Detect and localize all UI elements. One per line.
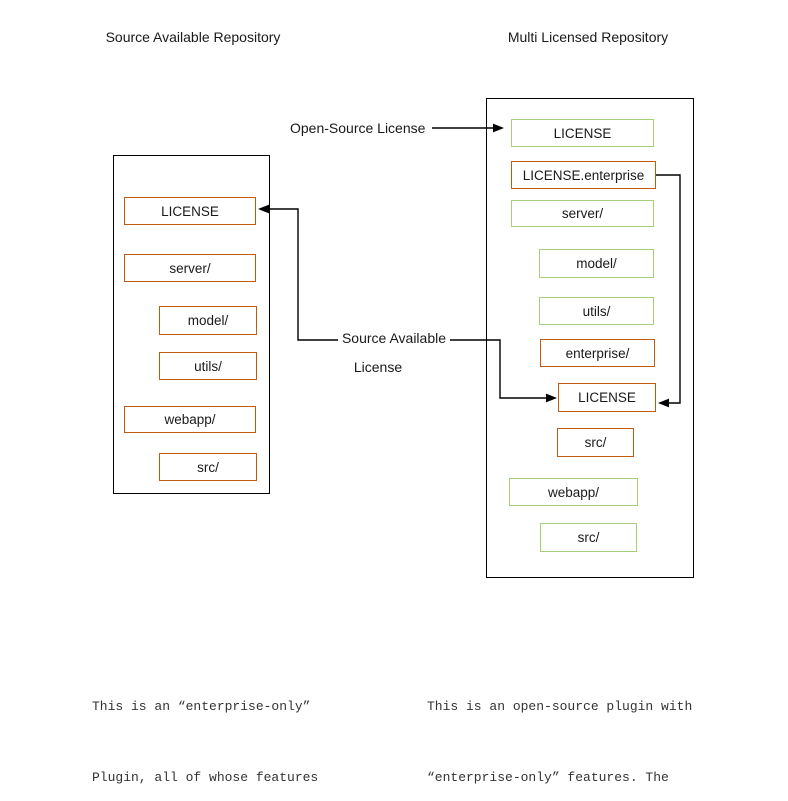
right-caption: This is an open-source plugin with “ente… <box>427 648 692 801</box>
right-file-box-license-top: LICENSE <box>511 119 654 147</box>
left-caption: This is an “enterprise-only” Plugin, all… <box>92 648 365 801</box>
right-file-box-src-enterprise: src/ <box>557 428 634 457</box>
right-caption-line: “enterprise-only” features. The <box>427 769 669 785</box>
right-repo-outline <box>486 98 694 578</box>
left-file-box-model: model/ <box>159 306 257 335</box>
right-caption-line: This is an open-source plugin with <box>427 699 693 714</box>
left-file-box-webapp: webapp/ <box>124 406 256 433</box>
right-file-box-src: src/ <box>540 523 637 552</box>
right-file-box-utils: utils/ <box>539 297 654 325</box>
right-file-box-server: server/ <box>511 200 654 227</box>
left-file-box-license: LICENSE <box>124 197 256 225</box>
source-available-label-line2: License <box>322 360 434 375</box>
left-file-box-src: src/ <box>159 453 257 481</box>
connector-source-available-to-left-license <box>268 208 341 341</box>
right-repo-title: Multi Licensed Repository <box>507 29 669 45</box>
left-repo-title: Source Available Repository <box>105 29 281 45</box>
right-file-box-webapp: webapp/ <box>509 478 638 506</box>
right-file-box-enterprise-folder: enterprise/ <box>540 339 655 367</box>
left-file-box-utils: utils/ <box>159 352 257 380</box>
right-file-box-model: model/ <box>539 249 654 278</box>
source-available-label-line1: Source Available <box>338 331 450 346</box>
left-file-box-server: server/ <box>124 254 256 282</box>
right-file-box-license-enterprise: LICENSE.enterprise <box>511 161 656 189</box>
left-caption-line: Plugin, all of whose features <box>92 769 319 785</box>
left-caption-line: This is an “enterprise-only” <box>92 699 311 714</box>
right-file-box-license-inner: LICENSE <box>558 383 656 412</box>
open-source-license-label: Open-Source License <box>290 120 426 136</box>
